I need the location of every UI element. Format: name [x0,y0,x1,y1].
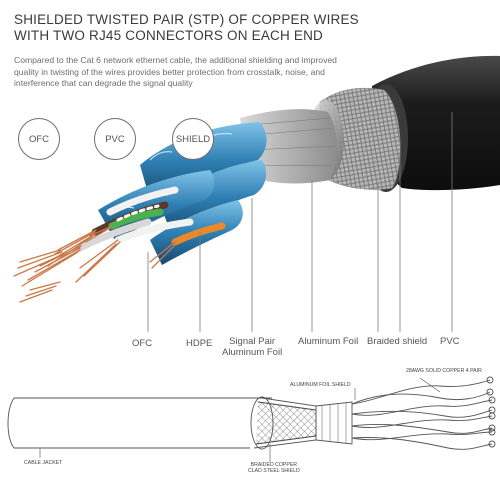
title-line-1: SHIELDED TWISTED PAIR (STP) OF COPPER WI… [14,12,359,27]
diagram-jacket-label: CABLE JACKET [24,460,63,466]
signal-pair-line1: Signal Pair [229,336,276,347]
signal-pair-line2: Aluminum Foil [222,347,283,358]
cable-diagram [7,376,496,462]
braid-label-line1: BRAIDED COPPER [250,462,298,468]
copper-strands [13,225,177,303]
callout-braided-shield: Braided shield [367,336,428,347]
braid-label-line2: CLAD STEEL SHIELD [248,468,300,474]
badge-shield: SHIELD [172,118,214,160]
badge-ofc: OFC [18,118,60,160]
diagram-braid-label: BRAIDED COPPER CLAD STEEL SHIELD [248,462,300,474]
callout-aluminum-foil: Aluminum Foil [298,336,359,347]
title-line-2: WITH TWO RJ45 CONNECTORS ON EACH END [14,28,323,43]
diagram-foil-label: ALUMINUM FOIL SHIELD [290,382,351,388]
callout-pvc: PVC [440,336,460,347]
callout-ofc: OFC [132,338,153,349]
callout-hdpe: HDPE [186,338,213,349]
callout-lines [147,112,453,332]
badge-pvc: PVC [94,118,136,160]
callout-signal-pair: Signal Pair Aluminum Foil [222,336,282,358]
diagram-copper-label: 28AWG SOLID COPPER 4 PAIR [406,368,482,374]
page-title: SHIELDED TWISTED PAIR (STP) OF COPPER WI… [14,12,359,44]
inner-wires [76,186,226,252]
description: Compared to the Cat 6 network ethernet c… [14,55,337,88]
